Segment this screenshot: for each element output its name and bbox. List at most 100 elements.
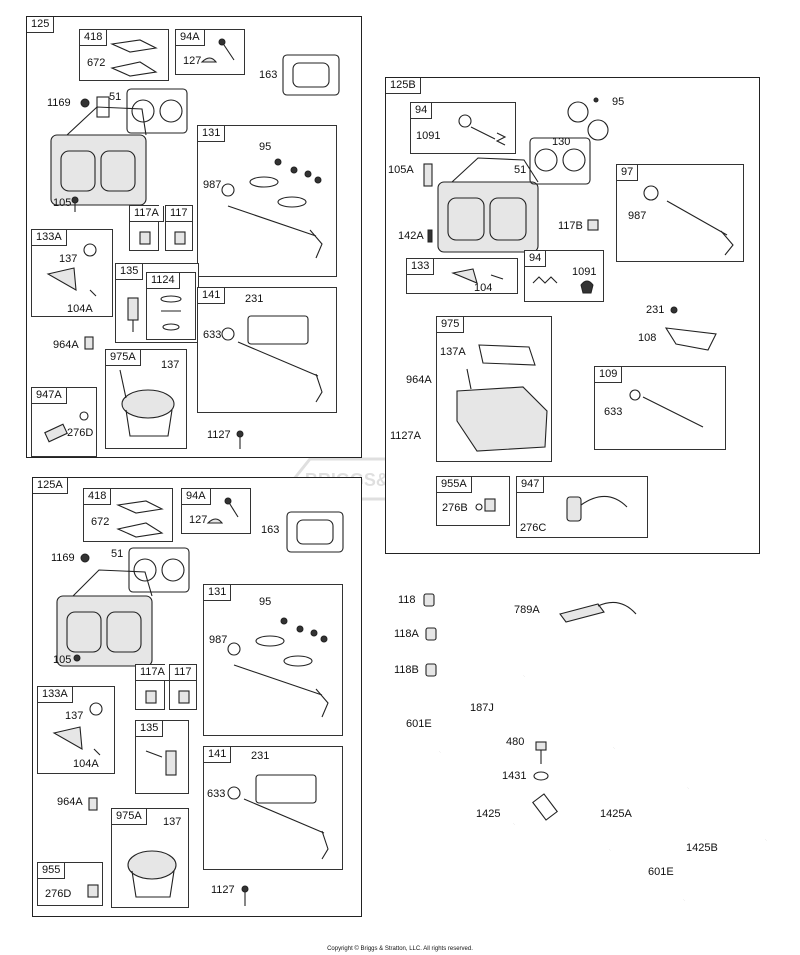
part-number-label: 131 bbox=[204, 585, 232, 601]
part-number-label: 947 bbox=[517, 477, 545, 493]
part-number-label: 955A bbox=[437, 477, 472, 493]
callout-95: 95 bbox=[259, 141, 272, 153]
part-box-975a: 975A bbox=[105, 349, 187, 449]
part-number-label: 1124 bbox=[147, 273, 180, 289]
callout-137b: 137 bbox=[163, 816, 182, 828]
part-box-131: 131 bbox=[203, 584, 343, 736]
part-number-label: 135 bbox=[116, 264, 144, 280]
part-number-label: 975A bbox=[112, 809, 147, 825]
part-box-94-b: 94 bbox=[524, 250, 604, 302]
part-box-947: 947 bbox=[516, 476, 648, 538]
callout-51: 51 bbox=[109, 91, 122, 103]
part-number-label: 947A bbox=[32, 388, 67, 404]
assembly-frame-125b: 125B 94 97 133 94 975 bbox=[385, 77, 760, 554]
part-number-label: 94A bbox=[176, 30, 205, 46]
callout-276d: 276D bbox=[45, 888, 72, 900]
callout-118b: 118B bbox=[394, 664, 419, 676]
callout-276d: 276D bbox=[67, 427, 94, 439]
callout-104a: 104A bbox=[73, 758, 99, 770]
callout-1425: 1425 bbox=[476, 808, 501, 820]
part-box-1124: 1124 bbox=[146, 272, 196, 340]
copyright-text: Copyright © Briggs & Stratton, LLC. All … bbox=[327, 946, 473, 952]
callout-105a: 105A bbox=[388, 164, 414, 176]
callout-672: 672 bbox=[91, 516, 110, 528]
part-box-975a: 975A bbox=[111, 808, 189, 908]
callout-789a: 789A bbox=[514, 604, 540, 616]
callout-187j: 187J bbox=[470, 702, 494, 714]
part-box-133a: 133A bbox=[31, 229, 113, 317]
part-box-141: 141 bbox=[197, 287, 337, 413]
part-number-label: 418 bbox=[80, 30, 108, 46]
callout-987: 987 bbox=[628, 210, 647, 222]
part-number-label: 131 bbox=[198, 126, 226, 142]
part-box-117: 117 bbox=[165, 205, 193, 251]
part-box-418: 418 bbox=[79, 29, 169, 81]
callout-137: 137 bbox=[59, 253, 78, 265]
part-box-135: 135 bbox=[135, 720, 189, 794]
callout-118: 118 bbox=[398, 594, 416, 606]
callout-108: 108 bbox=[638, 332, 657, 344]
part-box-117a: 117A bbox=[135, 664, 170, 710]
callout-1425b: 1425B bbox=[686, 842, 718, 854]
part-box-94a: 94A bbox=[181, 488, 251, 534]
part-box-141: 141 bbox=[203, 746, 343, 870]
callout-964a: 964A bbox=[406, 374, 432, 386]
callout-51: 51 bbox=[111, 548, 124, 560]
callout-231: 231 bbox=[251, 750, 270, 762]
callout-95: 95 bbox=[259, 596, 272, 608]
callout-137: 137 bbox=[65, 710, 84, 722]
part-number-label: 117A bbox=[130, 206, 164, 222]
callout-1127: 1127 bbox=[211, 884, 235, 896]
callout-163: 163 bbox=[261, 524, 280, 536]
callout-276b: 276B bbox=[442, 502, 468, 514]
part-box-947a: 947A bbox=[31, 387, 97, 457]
callout-137a: 137A bbox=[440, 346, 466, 358]
part-number-label: 117 bbox=[166, 206, 193, 222]
part-number-label: 975A bbox=[106, 350, 141, 366]
callout-964a: 964A bbox=[53, 339, 79, 351]
part-box-133a: 133A bbox=[37, 686, 115, 774]
part-box-955a: 955A bbox=[436, 476, 510, 526]
callout-633: 633 bbox=[604, 406, 623, 418]
callout-633: 633 bbox=[203, 329, 222, 341]
callout-1127: 1127 bbox=[207, 429, 231, 441]
callout-127: 127 bbox=[189, 514, 208, 526]
callout-105: 105 bbox=[53, 654, 72, 666]
callout-104: 104 bbox=[474, 282, 493, 294]
part-box-133: 133 bbox=[406, 258, 518, 294]
callout-672: 672 bbox=[87, 57, 106, 69]
part-box-955: 955 bbox=[37, 862, 103, 906]
callout-163: 163 bbox=[259, 69, 278, 81]
part-number-label: 117 bbox=[170, 665, 197, 681]
callout-51: 51 bbox=[514, 164, 527, 176]
part-box-109: 109 bbox=[594, 366, 726, 450]
part-box-131: 131 bbox=[197, 125, 337, 277]
part-box-135: 135 1124 bbox=[115, 263, 199, 343]
part-box-97: 97 bbox=[616, 164, 744, 262]
callout-964a: 964A bbox=[57, 796, 83, 808]
callout-1425a: 1425A bbox=[600, 808, 632, 820]
frame-label: 125 bbox=[27, 17, 55, 33]
callout-1127a: 1127A bbox=[390, 430, 421, 442]
part-number-label: 97 bbox=[617, 165, 639, 181]
part-number-label: 418 bbox=[84, 489, 112, 505]
callout-137b: 137 bbox=[161, 359, 180, 371]
callout-142a: 142A bbox=[398, 230, 424, 242]
part-box-94a: 94A bbox=[175, 29, 245, 75]
part-box-94: 94 bbox=[410, 102, 516, 154]
callout-1169: 1169 bbox=[47, 97, 71, 109]
callout-633: 633 bbox=[207, 788, 226, 800]
frame-label: 125B bbox=[386, 78, 421, 94]
callout-987: 987 bbox=[203, 179, 222, 191]
callout-601e-2: 601E bbox=[648, 866, 674, 878]
callout-480: 480 bbox=[506, 736, 525, 748]
part-number-label: 94A bbox=[182, 489, 211, 505]
part-box-418: 418 bbox=[83, 488, 173, 542]
part-number-label: 135 bbox=[136, 721, 164, 737]
callout-95: 95 bbox=[612, 96, 625, 108]
callout-231: 231 bbox=[646, 304, 665, 316]
callout-104a: 104A bbox=[67, 303, 93, 315]
callout-130: 130 bbox=[552, 136, 571, 148]
part-number-label: 109 bbox=[595, 367, 623, 383]
callout-105: 105 bbox=[53, 197, 72, 209]
